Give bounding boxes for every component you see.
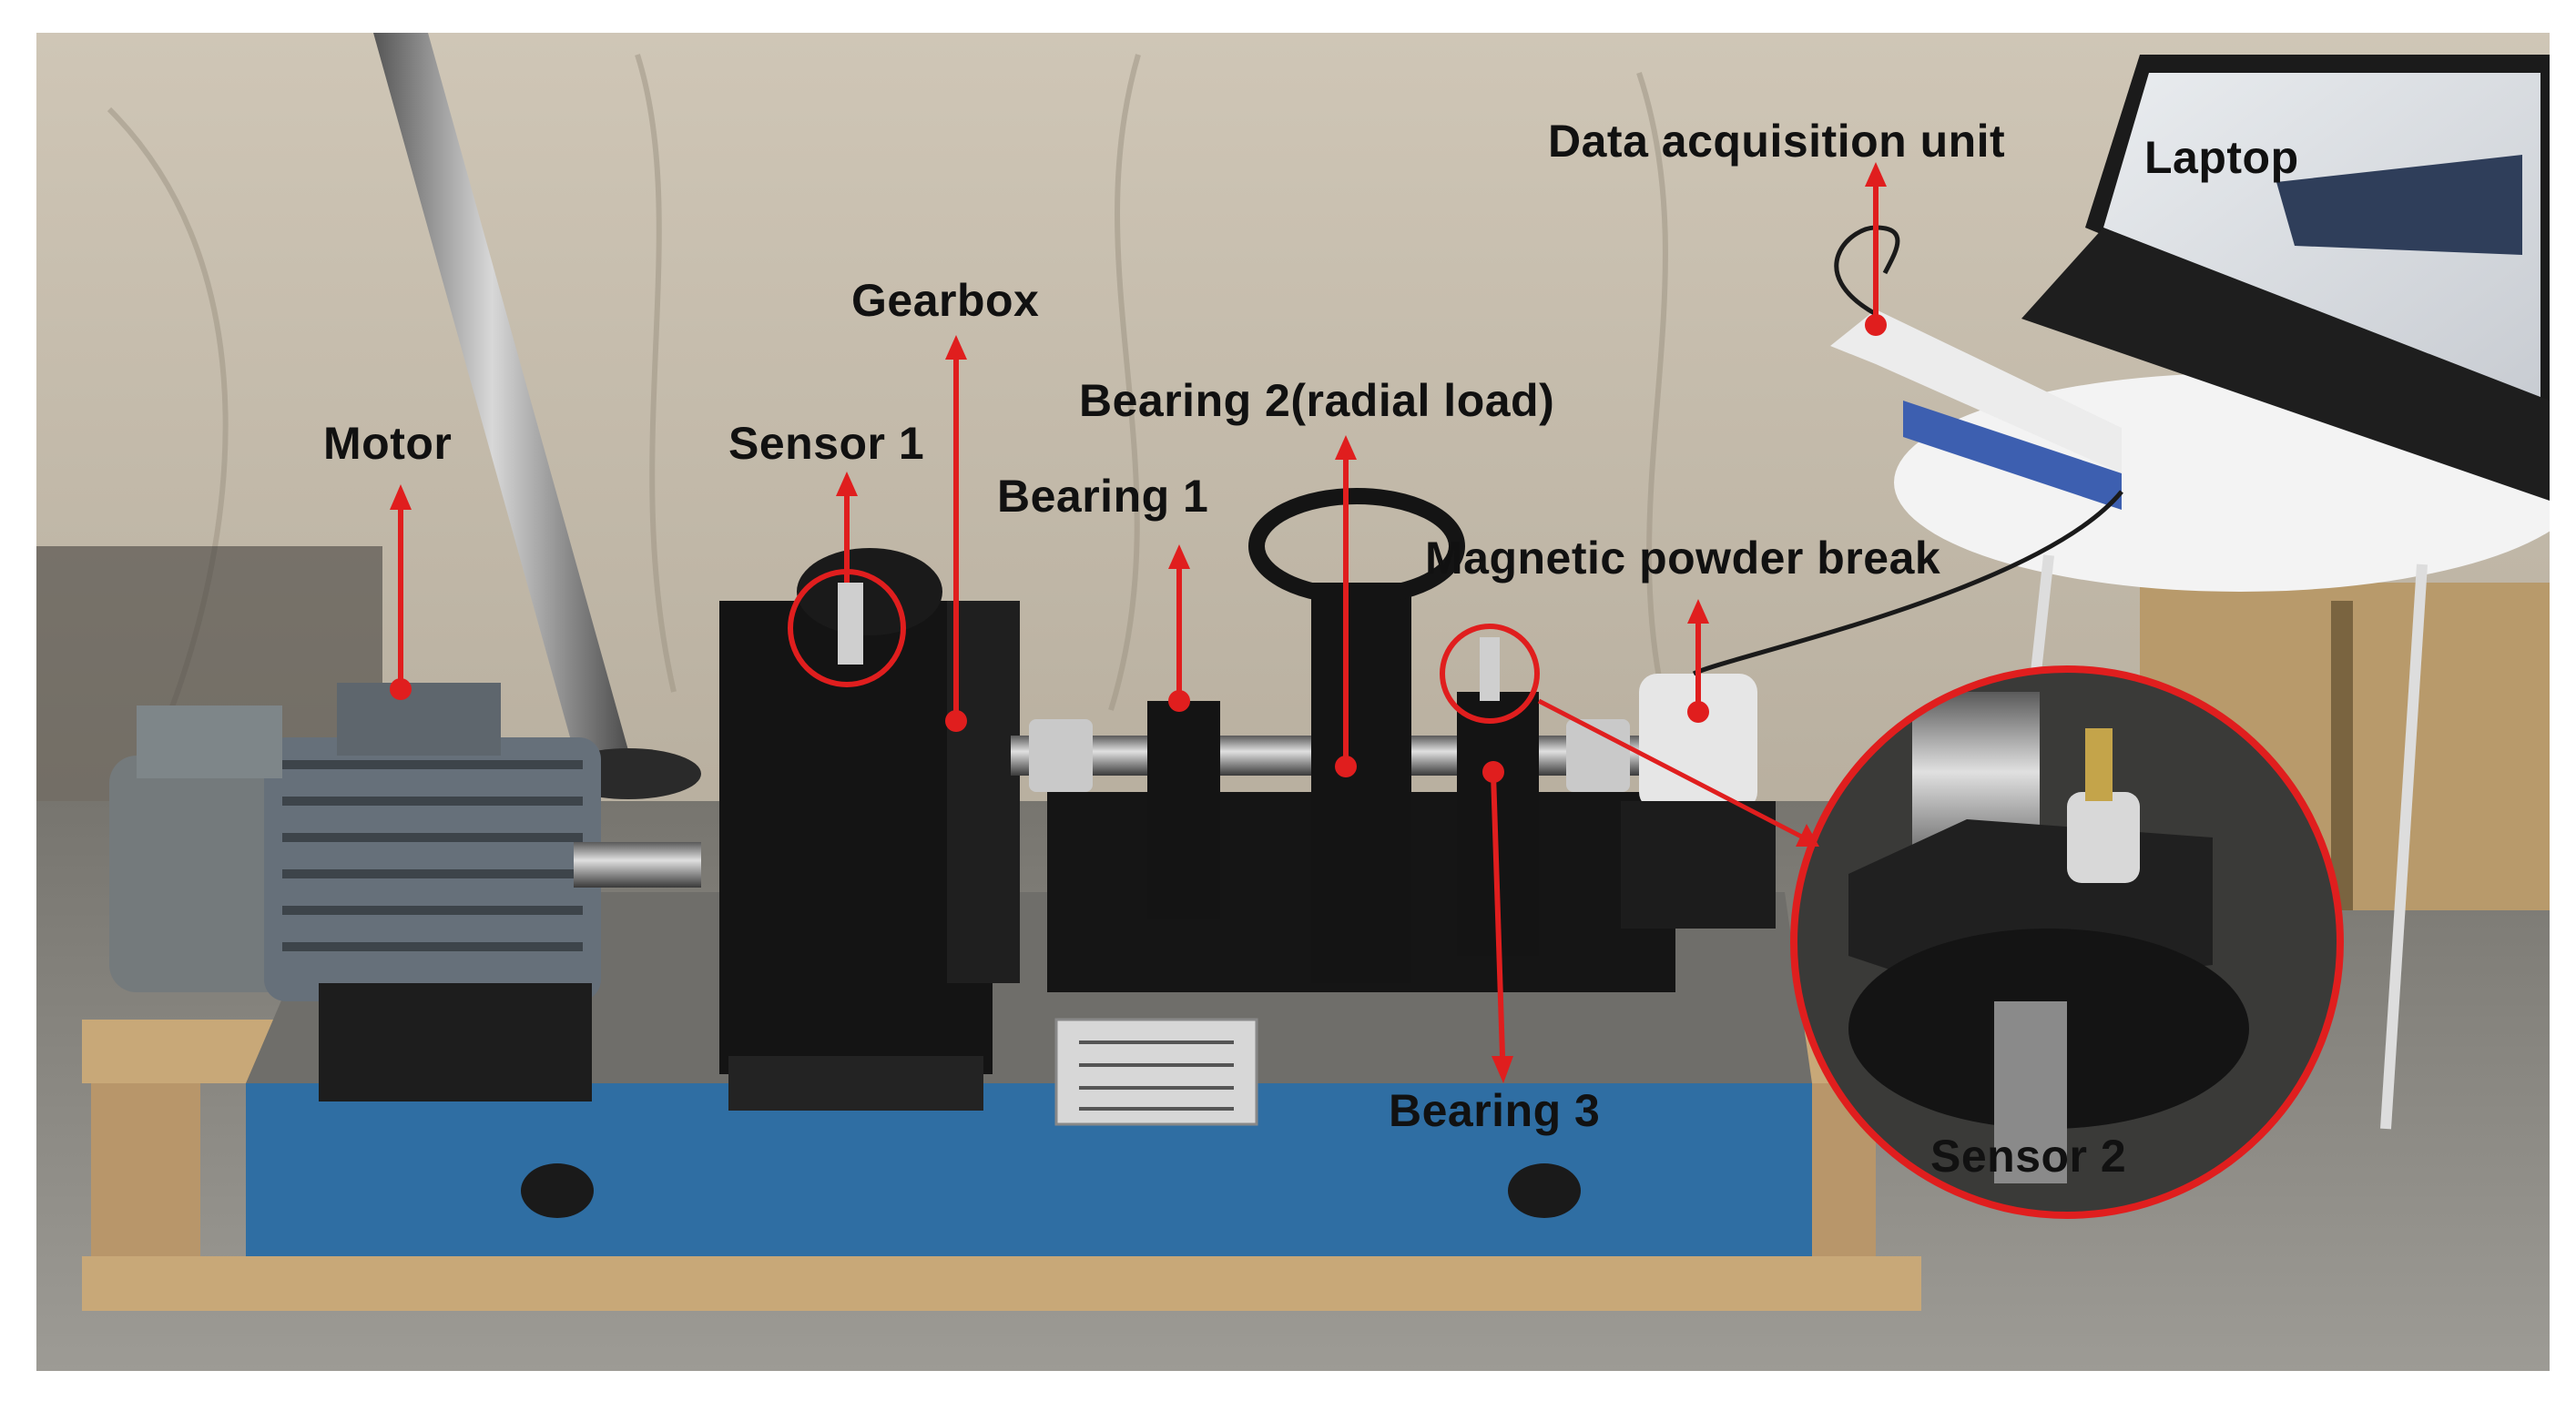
- support-pole: [373, 33, 637, 783]
- bearing-2-label: Bearing 2(radial load): [1079, 375, 1555, 426]
- bearing-2-frame: [1311, 583, 1411, 983]
- sensor-1-label: Sensor 1: [728, 418, 925, 469]
- motor-body: [109, 683, 701, 1101]
- data-acquisition-unit-label: Data acquisition unit: [1548, 116, 2006, 167]
- bearing-3-label: Bearing 3: [1389, 1085, 1601, 1136]
- handwheel: [1248, 488, 1465, 604]
- laptop-label: Laptop: [2144, 132, 2299, 183]
- gearbox-label: Gearbox: [851, 275, 1040, 326]
- sensor-2-highlight: [1440, 624, 1540, 724]
- zoom-inset-ring: [1790, 665, 2344, 1219]
- laptop-keyboard: [2021, 228, 2550, 501]
- motor-label: Motor: [323, 418, 453, 469]
- bearing-1-housing: [1147, 701, 1220, 919]
- nameplate: [1054, 1018, 1258, 1126]
- bearing-1-label: Bearing 1: [997, 471, 1209, 522]
- zoom-connector: [1537, 698, 1814, 845]
- magnetic-brake: [1639, 674, 1757, 810]
- sensor-2-zoom-inset: [1794, 669, 2340, 1215]
- daq-box: [1830, 310, 2122, 473]
- sensor-2-label: Sensor 2: [1930, 1131, 2127, 1182]
- gearbox-body: [719, 548, 1020, 1111]
- magnetic-powder-break-label: Magnetic powder break: [1425, 533, 1941, 584]
- annotation-arrows: [390, 162, 1887, 1083]
